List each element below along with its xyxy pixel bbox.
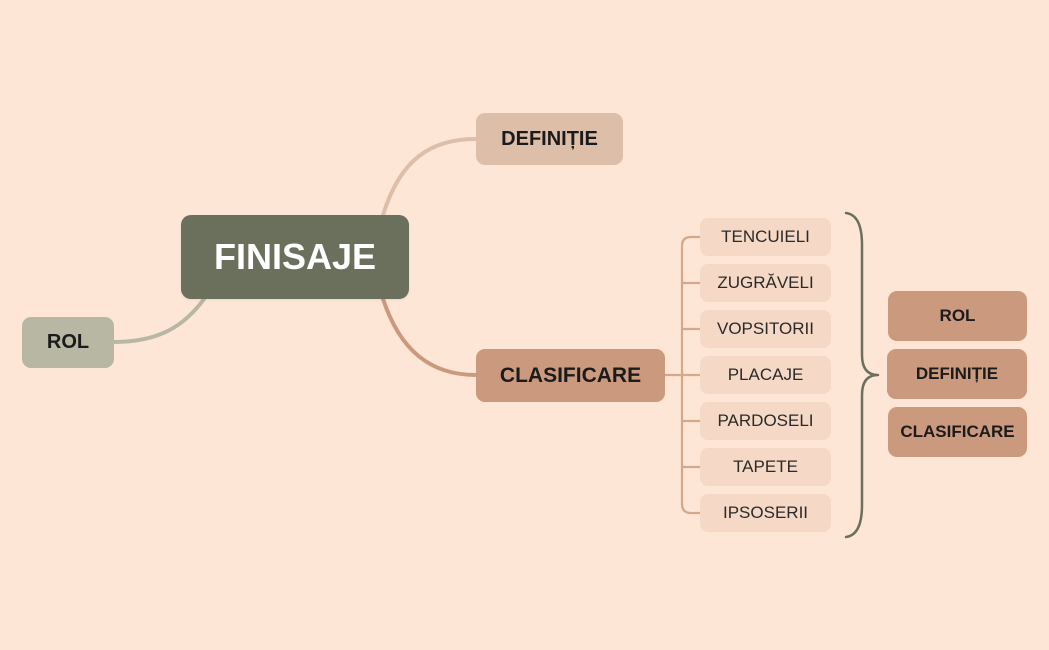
subtopic-node-vopsitorii[interactable]: VOPSITORII — [700, 310, 831, 348]
branch-node-clasificare[interactable]: CLASIFICARE — [476, 349, 665, 402]
connector-root-clasificare — [381, 297, 478, 377]
subtopic-node-zugraveli[interactable]: ZUGRĂVELI — [700, 264, 831, 302]
summary-node-clasificare[interactable]: CLASIFICARE — [888, 407, 1027, 457]
summary-node-definitie[interactable]: DEFINIȚIE — [887, 349, 1027, 399]
subtopic-connectors — [663, 235, 702, 515]
subtopic-node-pardoseli[interactable]: PARDOSELI — [700, 402, 831, 440]
summary-brace — [844, 211, 880, 539]
subtopic-node-tencuieli[interactable]: TENCUIELI — [700, 218, 831, 256]
subtopic-node-placaje[interactable]: PLACAJE — [700, 356, 831, 394]
summary-node-rol[interactable]: ROL — [888, 291, 1027, 341]
branch-node-rol[interactable]: ROL — [22, 317, 114, 368]
connector-root-rol — [112, 297, 206, 344]
subtopic-node-tapete[interactable]: TAPETE — [700, 448, 831, 486]
branch-node-definitie[interactable]: DEFINIȚIE — [476, 113, 623, 165]
root-node-finisaje[interactable]: FINISAJE — [181, 215, 409, 299]
connector-root-definitie — [381, 137, 478, 217]
subtopic-node-ipsoserii[interactable]: IPSOSERII — [700, 494, 831, 532]
